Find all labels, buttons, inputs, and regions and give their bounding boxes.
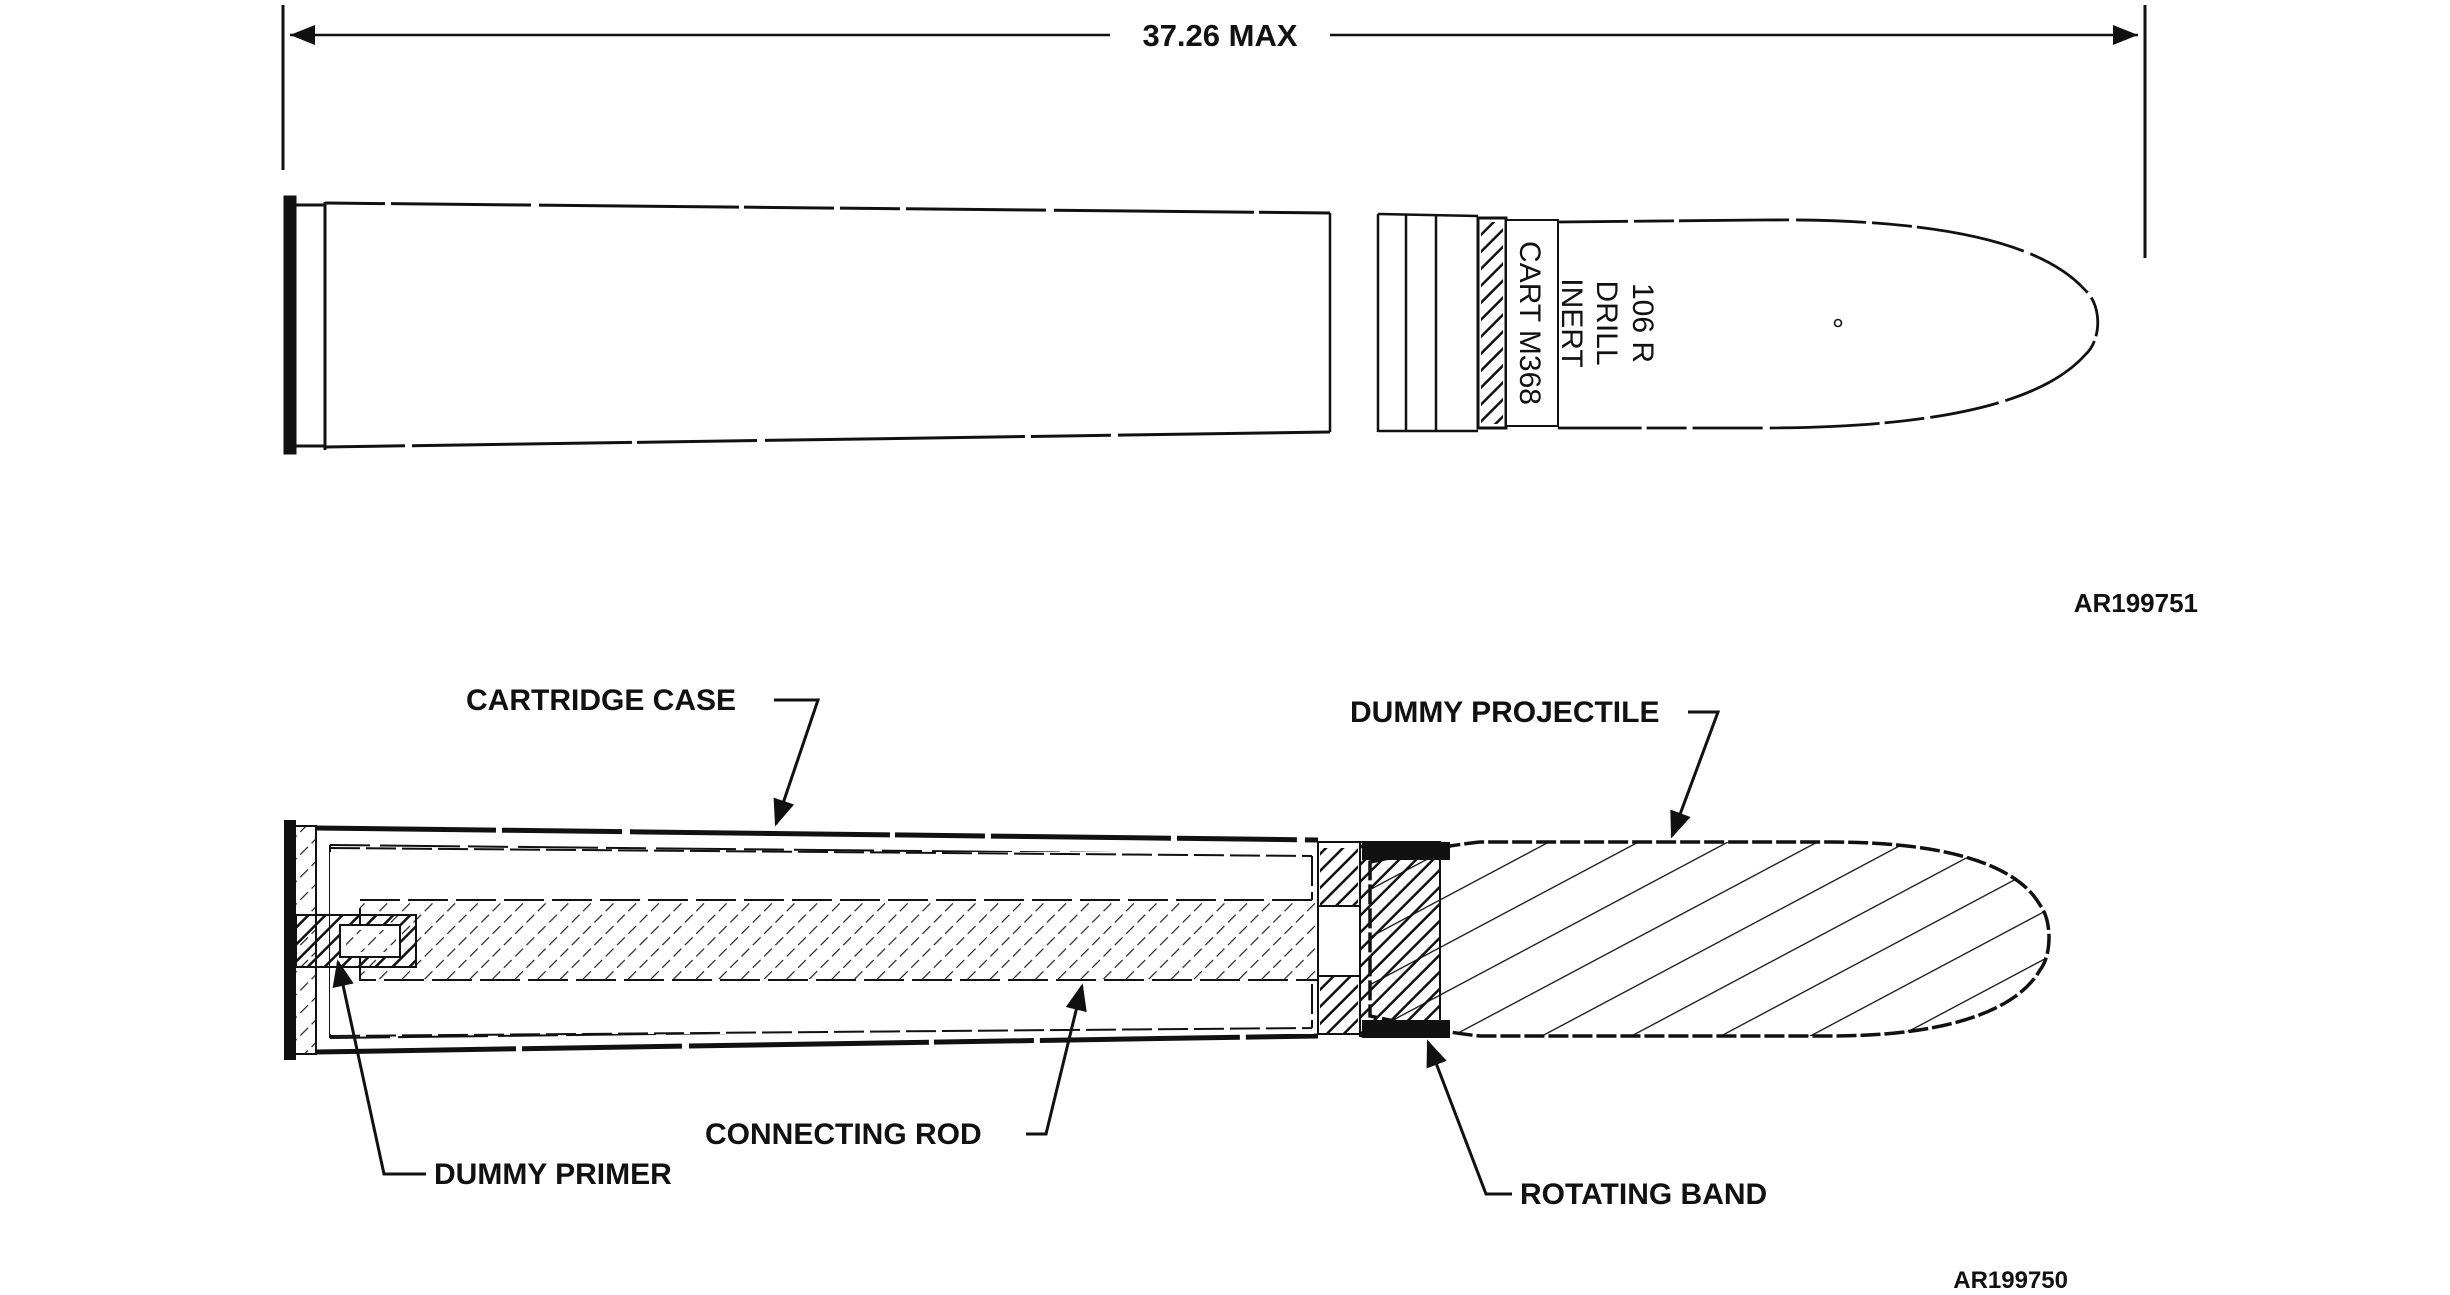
figure-id-section: AR199750: [1953, 1267, 2068, 1294]
leader-rotating-band: [1426, 1039, 1512, 1196]
top-view: 37.26 MAX CART M368 10: [281, 5, 2198, 618]
label-dummy-primer: DUMMY PRIMER: [434, 1158, 672, 1191]
leader-connecting-rod: [1026, 983, 1087, 1136]
figure-id-top: AR199751: [2074, 588, 2198, 618]
rotating-band-knurl: [1476, 216, 1508, 430]
projectile-marking-dot: [1833, 318, 1843, 328]
dummy-primer: [295, 914, 417, 968]
leader-cartridge-case: [773, 698, 821, 827]
stencil-cart-text: CART M368: [1513, 241, 1546, 405]
label-cartridge-case: CARTRIDGE CASE: [466, 684, 736, 717]
stencil-line-3: INERT: [1555, 278, 1588, 367]
connecting-rod: [359, 899, 1361, 981]
label-dummy-projectile: DUMMY PROJECTILE: [1350, 696, 1659, 729]
leader-dummy-projectile: [1670, 710, 1721, 839]
label-connecting-rod: CONNECTING ROD: [705, 1118, 982, 1151]
inner-liner: [329, 847, 1313, 1037]
stencil-line-2: DRILL: [1590, 280, 1623, 365]
cartridge-case-outline: [283, 195, 1479, 455]
dimension-label: 37.26 MAX: [1142, 18, 1297, 53]
stencil-box: [1505, 219, 1559, 427]
label-rotating-band: ROTATING BAND: [1520, 1178, 1767, 1211]
dummy-projectile-body: [1368, 840, 2051, 1038]
projectile-outline: [1557, 218, 2099, 430]
leader-dummy-primer: [332, 959, 426, 1176]
section-view: CARTRIDGE CASE DUMMY PROJECTILE CONNECTI…: [284, 684, 2068, 1294]
stencil-line-1: 106 R: [1626, 283, 1659, 363]
